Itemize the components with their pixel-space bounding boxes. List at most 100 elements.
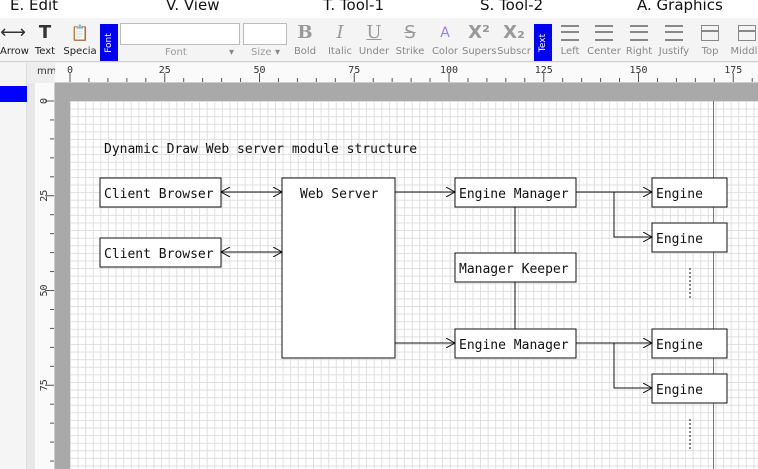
arrow-tool-button[interactable]: ⟷ Arrow — [0, 20, 29, 58]
superscript-label: Supers — [462, 46, 497, 57]
manager-keeper-box[interactable]: Manager Keeper — [454, 252, 577, 283]
v-ruler-label: 75 — [39, 379, 50, 391]
bold-label: Bold — [293, 46, 317, 57]
connector-manager1-engine2[interactable] — [613, 192, 652, 237]
align-left-icon — [561, 25, 579, 41]
double-arrow-icon: ⟷ — [0, 22, 26, 43]
align-right-icon — [630, 25, 648, 41]
menu-edit[interactable]: E. Edit — [10, 0, 59, 14]
web-server-box[interactable]: Web Server — [281, 177, 396, 359]
valign-middle-button[interactable]: Middle — [727, 20, 758, 58]
engine-label-3: Engine — [656, 338, 703, 353]
engine-manager-label-1: Engine Manager — [459, 187, 569, 202]
h-ruler-label: 25 — [159, 65, 171, 76]
h-ruler-label: 125 — [535, 65, 553, 76]
engine-manager-box-1[interactable]: Engine Manager — [454, 177, 577, 208]
justify-button[interactable]: Justify — [656, 20, 692, 58]
menu-view[interactable]: V. View — [166, 0, 220, 14]
italic-icon: I — [336, 22, 344, 43]
underline-label: Under — [358, 46, 390, 57]
align-left-label: Left — [560, 46, 580, 57]
underline-button[interactable]: U Under — [358, 20, 390, 58]
align-center-icon — [595, 25, 613, 41]
client-browser-label-2: Client Browser — [104, 247, 214, 262]
manager-keeper-label: Manager Keeper — [459, 262, 569, 277]
valign-middle-icon — [738, 25, 756, 41]
font-field-label: Font — [165, 47, 187, 58]
menu-tool-2[interactable]: S. Tool-2 — [480, 0, 544, 14]
font-size-field[interactable] — [243, 23, 287, 45]
special-tool-button[interactable]: 📋 Specia — [63, 20, 97, 58]
page-margin-line — [713, 101, 714, 469]
bold-icon: B — [297, 22, 313, 43]
font-section-tag: Font — [100, 24, 118, 61]
ruler-units: mm — [37, 66, 57, 77]
text-tool-button[interactable]: T Text — [30, 20, 60, 58]
connector-manager2-engine4[interactable] — [613, 343, 652, 388]
client-browser-box-1[interactable]: Client Browser — [99, 177, 222, 208]
left-panel-selected-item[interactable] — [0, 86, 27, 102]
superscript-icon: X² — [468, 22, 490, 43]
special-tool-label: Specia — [63, 46, 97, 57]
valign-middle-label: Middle — [730, 46, 758, 57]
strike-button[interactable]: S Strike — [394, 20, 426, 58]
valign-top-button[interactable]: Top — [696, 20, 724, 58]
align-left-button[interactable]: Left — [556, 20, 584, 58]
align-center-button[interactable]: Center — [587, 20, 621, 58]
clipboard-icon: 📋 — [70, 24, 90, 42]
client-browser-box-2[interactable]: Client Browser — [99, 237, 222, 268]
left-panel — [0, 63, 27, 469]
h-ruler-label: 75 — [348, 65, 360, 76]
menu-graphics[interactable]: A. Graphics — [637, 0, 723, 14]
color-button[interactable]: A Color — [430, 20, 460, 58]
underline-icon: U — [366, 22, 382, 43]
drawing-canvas[interactable]: Dynamic Draw Web server module structure… — [55, 83, 758, 469]
diagram: Dynamic Draw Web server module structure… — [99, 142, 728, 449]
font-dropdown-chevron-icon[interactable]: ▾ — [229, 47, 235, 58]
h-ruler-label: 150 — [630, 65, 648, 76]
justify-label: Justify — [658, 46, 690, 57]
v-ruler-label: 0 — [39, 98, 50, 104]
engine-box-3[interactable]: Engine — [651, 328, 728, 359]
bold-button[interactable]: B Bold — [290, 20, 320, 58]
engine-box-4[interactable]: Engine — [651, 373, 728, 404]
arrow-tool-label: Arrow — [0, 46, 29, 57]
engine-label-2: Engine — [656, 232, 703, 247]
menu-tool-1[interactable]: T. Tool-1 — [323, 0, 385, 14]
font-name-field[interactable] — [120, 23, 240, 45]
h-ruler-label: 50 — [254, 65, 266, 76]
menu-bar: E. Edit V. View T. Tool-1 S. Tool-2 A. G… — [0, 0, 758, 18]
text-section-tag: Text — [534, 24, 552, 61]
vertical-ruler: 0 25 50 75 — [35, 83, 55, 469]
h-ruler-label: 175 — [724, 65, 742, 76]
italic-button[interactable]: I Italic — [325, 20, 355, 58]
engine-manager-label-2: Engine Manager — [459, 338, 569, 353]
engine-box-2[interactable]: Engine — [651, 222, 728, 253]
text-tool-label: Text — [34, 46, 56, 57]
subscript-button[interactable]: X₂ Subscr — [497, 20, 531, 58]
valign-top-icon — [701, 25, 719, 41]
h-ruler-label: 0 — [67, 65, 73, 76]
engine-label-1: Engine — [656, 187, 703, 202]
font-color-icon: A — [440, 25, 450, 41]
engine-box-1[interactable]: Engine — [651, 177, 728, 208]
align-center-label: Center — [587, 46, 621, 57]
diagram-title[interactable]: Dynamic Draw Web server module structure — [104, 142, 417, 157]
strike-label: Strike — [395, 46, 425, 57]
align-right-button[interactable]: Right — [624, 20, 654, 58]
v-ruler-label: 25 — [39, 190, 50, 202]
superscript-button[interactable]: X² Supers — [462, 20, 497, 58]
strikethrough-icon: S — [404, 22, 416, 43]
v-ruler-label: 50 — [39, 284, 50, 296]
toolbar: ⟷ Arrow T Text 📋 Specia Font Font ▾ Size… — [0, 18, 758, 62]
size-dropdown-chevron-icon[interactable]: ▾ — [275, 47, 281, 58]
drawing-page[interactable]: Dynamic Draw Web server module structure… — [70, 101, 758, 469]
subscript-label: Subscr — [497, 46, 531, 57]
justify-icon — [665, 25, 683, 41]
engine-manager-box-2[interactable]: Engine Manager — [454, 328, 577, 359]
text-t-icon: T — [38, 22, 52, 43]
vertical-scrollbar[interactable] — [27, 83, 35, 469]
web-server-label: Web Server — [300, 187, 378, 202]
align-right-label: Right — [625, 46, 653, 57]
